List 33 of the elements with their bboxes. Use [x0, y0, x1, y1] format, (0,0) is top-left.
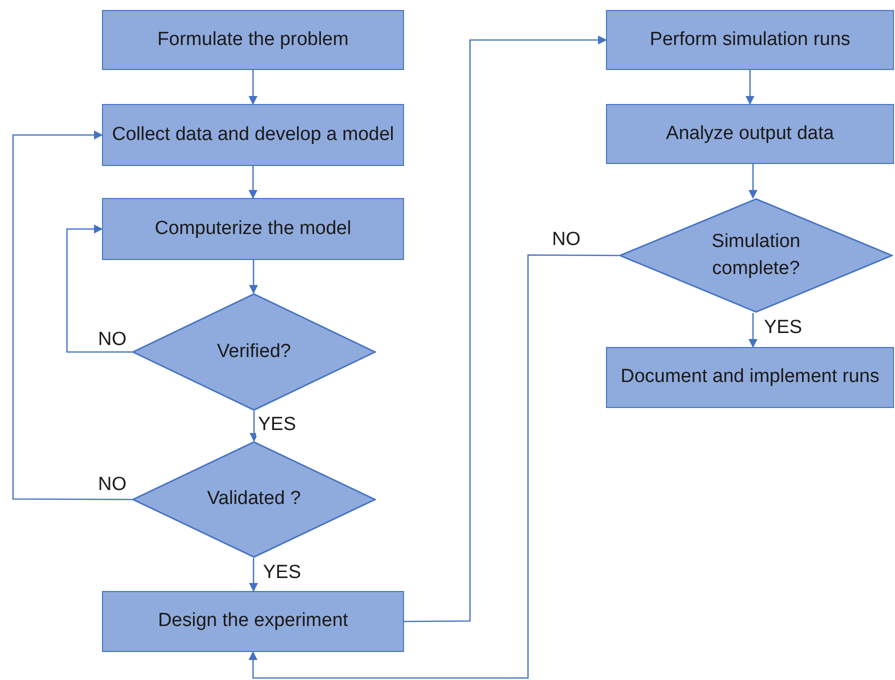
- node-text: Collect data and develop a model: [110, 122, 396, 147]
- arrow: [66, 224, 132, 353]
- arrow: [748, 164, 758, 199]
- arrow: [248, 70, 258, 105]
- node-text: Analyze output data: [665, 122, 835, 146]
- edge-label: YES: [256, 415, 298, 436]
- node-text: Simulation complete?: [710, 230, 802, 280]
- arrow: [12, 130, 132, 500]
- node-text: Perform simulation runs: [648, 28, 852, 52]
- process-box: [606, 104, 894, 164]
- decision-diamond: [132, 293, 376, 411]
- process-box: [102, 10, 404, 70]
- node-text: Computerize the model: [154, 216, 352, 241]
- arrow: [248, 558, 258, 592]
- node-text: Verified?: [217, 340, 291, 364]
- node-text: Validated ?: [207, 487, 301, 512]
- decision-diamond: [132, 441, 376, 558]
- arrow: [248, 260, 258, 294]
- node-text: Document and implement runs: [620, 365, 880, 390]
- process-box: [102, 591, 404, 652]
- node-text: Design the experiment: [156, 609, 350, 634]
- arrow: [748, 313, 758, 348]
- arrow: [745, 70, 755, 105]
- arrow: [248, 166, 258, 199]
- arrow: [248, 254, 619, 679]
- arrow: [404, 35, 607, 622]
- process-box: [102, 198, 404, 260]
- arrow: [249, 411, 259, 442]
- decision-diamond: [619, 198, 893, 313]
- process-box: [102, 104, 404, 166]
- process-box: [606, 347, 894, 408]
- process-box: [606, 10, 894, 70]
- node-text: Formulate the problem: [156, 28, 350, 52]
